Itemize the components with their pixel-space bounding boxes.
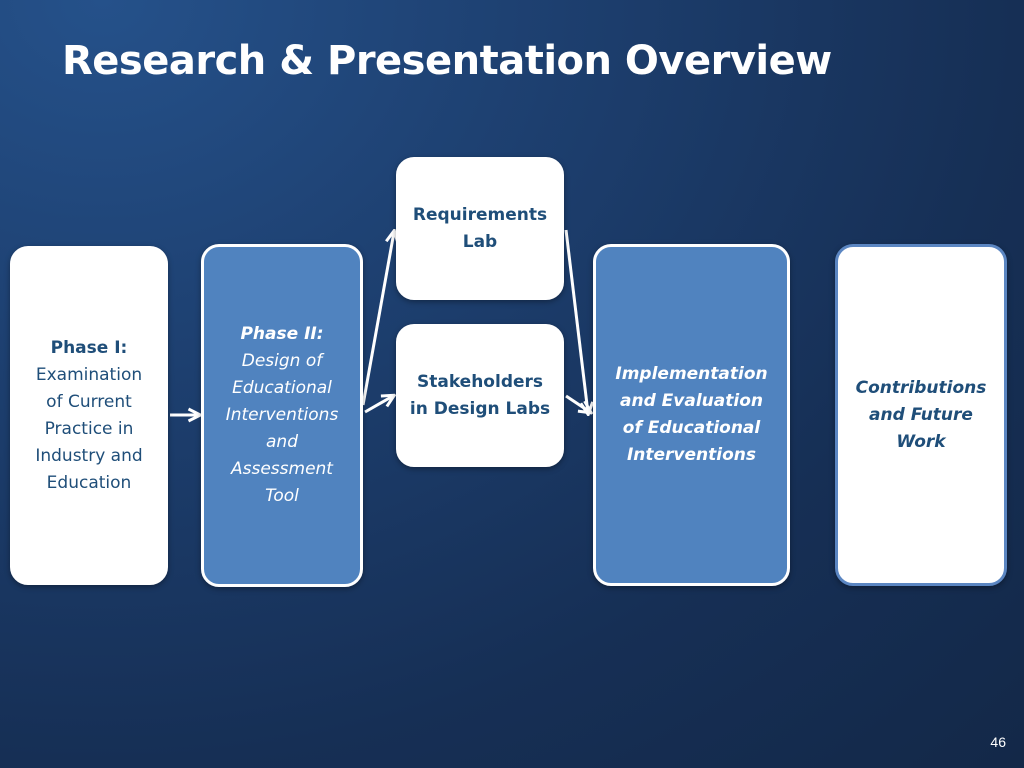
arrow-requirements-to-implementation [564, 229, 588, 413]
phase2-line: and [266, 432, 298, 452]
phase2-line: Educational [232, 378, 332, 398]
requirements-lab-line: Lab [462, 231, 498, 252]
phase1-line: of Current [46, 391, 132, 412]
phase2-line: Design of [241, 351, 323, 371]
phase1-line: Industry and [35, 445, 143, 466]
phase1-line: Examination [35, 364, 143, 385]
contributions-box: Contributions and Future Work [835, 244, 1007, 586]
implementation-line: and Evaluation [620, 391, 763, 411]
phase1-line: Practice in [44, 418, 134, 439]
implementation-line: of Educational [622, 418, 761, 438]
arrow-phase2-to-stakeholders [364, 396, 393, 414]
contributions-line: and Future [869, 404, 973, 425]
phase2-line: Assessment [231, 459, 333, 479]
phase1-line: Education [46, 472, 132, 493]
phase2-line: Tool [265, 486, 299, 506]
page-number: 46 [990, 734, 1006, 750]
implementation-line: Implementation [615, 364, 768, 384]
arrow-phase2-to-requirements [361, 232, 394, 406]
contributions-line: Work [896, 431, 946, 452]
contributions-line: Contributions [855, 377, 987, 398]
arrow-stakeholders-to-implementation [565, 394, 590, 412]
phase1-heading: Phase I: [50, 337, 128, 358]
implementation-box: Implementation and Evaluation of Educati… [593, 244, 790, 586]
slide-title: Research & Presentation Overview [62, 38, 832, 84]
stakeholders-line: in Design Labs [409, 398, 551, 419]
stakeholders-labs-box: Stakeholders in Design Labs [396, 324, 564, 467]
requirements-lab-line: Requirements [412, 204, 548, 225]
implementation-line: Interventions [626, 445, 757, 465]
phase2-box: Phase II: Design of Educational Interven… [201, 244, 363, 587]
phase2-heading: Phase II: [240, 324, 324, 344]
stakeholders-line: Stakeholders [416, 371, 544, 392]
requirements-lab-box: Requirements Lab [396, 157, 564, 300]
phase2-line: Interventions [225, 405, 339, 425]
phase1-box: Phase I: Examination of Current Practice… [10, 246, 168, 585]
